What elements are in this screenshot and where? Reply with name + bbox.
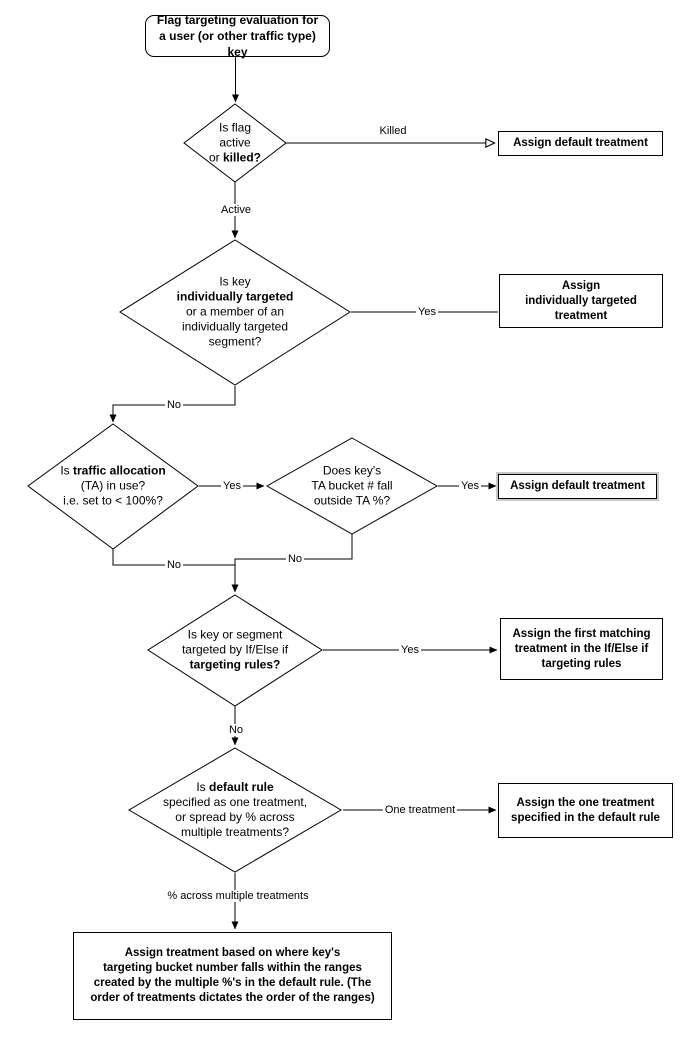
edge-no-ta <box>112 549 235 566</box>
edge-label-no-bucket: No <box>285 553 305 565</box>
edge-label-yes-rules: Yes <box>399 644 421 656</box>
decision-flag-active-shape <box>183 103 287 183</box>
edge-label-yes-ta: Yes <box>221 480 243 492</box>
decision-ta-bucket-label: Does key's TA bucket # fall outside TA %… <box>311 463 393 508</box>
decision-traffic-allocation-label: Is traffic allocation (TA) in use? i.e. … <box>60 463 166 508</box>
edge-label-killed: Killed <box>377 125 409 137</box>
edge-label-no-ta: No <box>164 559 184 571</box>
edge-label-no-individual: No <box>164 399 184 411</box>
decision-individually-targeted-label: Is key individually targeted or a member… <box>176 274 294 349</box>
start-node: Flag targeting evaluation for a user (or… <box>145 13 330 59</box>
edge-label-pct-across: % across multiple treatments <box>165 890 311 902</box>
terminal-assign-default-1: Assign default treatment <box>498 131 663 156</box>
decision-targeting-rules-label: Is key or segment targeted by If/Else if… <box>181 627 289 672</box>
decision-individually-targeted-shape <box>119 239 351 386</box>
decision-ta-bucket-shape <box>265 437 439 535</box>
edge-label-yes-bucket: Yes <box>459 480 481 492</box>
edge-label-no-rules: No <box>226 724 246 736</box>
terminal-assign-first-matching: Assign the first matching treatment in t… <box>500 618 663 680</box>
edge-label-active: Active <box>219 204 253 216</box>
decision-default-rule-label: Is default rule specified as one treatme… <box>162 780 308 839</box>
terminal-assign-default-2: Assign default treatment <box>498 474 657 499</box>
decision-targeting-rules-shape <box>147 594 323 707</box>
start-node-label: Flag targeting evaluation for a user (or… <box>156 13 319 59</box>
terminal-assign-by-ranges: Assign treatment based on where key's ta… <box>73 932 392 1020</box>
decision-flag-active-label: Is flag active or killed? <box>208 120 262 165</box>
decision-default-rule-shape <box>128 747 342 873</box>
edge-label-one-treatment: One treatment <box>382 804 458 816</box>
terminal-assign-individual: Assign individually targeted treatment <box>499 274 663 328</box>
decision-traffic-allocation-shape <box>27 423 199 550</box>
edge-label-yes-individual: Yes <box>416 306 438 318</box>
terminal-assign-one-treatment: Assign the one treatment specified in th… <box>498 783 673 838</box>
